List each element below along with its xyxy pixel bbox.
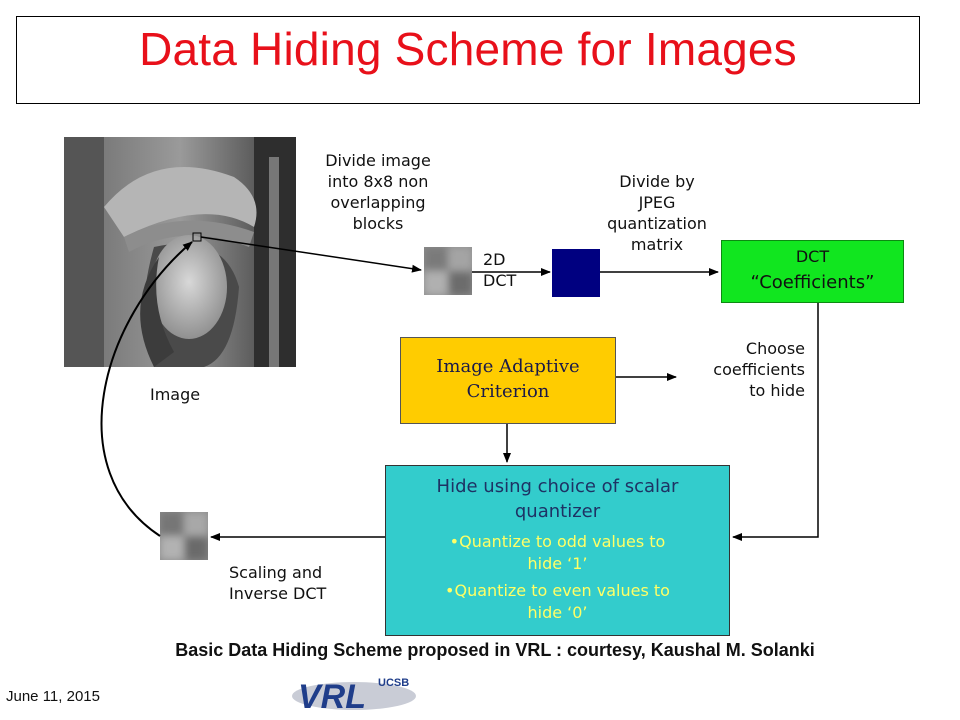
logo-text: VRL xyxy=(298,678,366,716)
arrow-to-block xyxy=(200,236,422,273)
scaling-line-2: Inverse DCT xyxy=(229,584,327,603)
title-frame xyxy=(16,16,920,104)
selected-block-marker xyxy=(192,232,202,242)
divide-blocks-line-3: overlapping xyxy=(330,193,426,212)
divide-jpeg-line-2: JPEG xyxy=(638,193,676,212)
dct-2d-label: 2D DCT xyxy=(483,249,516,291)
blurred-reconstructed-illustration xyxy=(160,512,208,560)
dct-2d-line-1: 2D xyxy=(483,250,506,269)
divide-jpeg-line-3: quantization xyxy=(607,214,707,233)
divide-blocks-line-1: Divide image xyxy=(325,151,431,170)
source-image xyxy=(64,137,296,367)
image-adaptive-criterion-box xyxy=(400,337,616,424)
dct-coefficients-line-2: “Coefficients” xyxy=(750,272,875,293)
dct-coefficients-box xyxy=(721,240,904,303)
divide-blocks-line-4: blocks xyxy=(352,214,404,233)
divide-blocks-label: Divide image into 8x8 non overlapping bl… xyxy=(290,150,466,234)
divide-blocks-line-2: into 8x8 non xyxy=(327,172,429,191)
hide-bullet-odd-line-1: •Quantize to odd values to xyxy=(449,532,666,551)
arrow-feedback-to-image xyxy=(100,241,193,537)
vrl-logo: VRL UCSB xyxy=(292,672,422,716)
figure-caption: Basic Data Hiding Scheme proposed in VRL… xyxy=(175,640,815,660)
vrl-logo-icon: VRL UCSB xyxy=(292,677,416,716)
scaling-inverse-dct-label: Scaling and Inverse DCT xyxy=(229,562,326,604)
choose-line-1: Choose xyxy=(745,339,805,358)
image-adaptive-criterion-label: Image Adaptive Criterion xyxy=(400,354,616,404)
dct-2d-line-2: DCT xyxy=(483,271,517,290)
hide-quantizer-title: Hide using choice of scalar quantizer xyxy=(385,474,730,524)
hide-bullet-even-line-1: •Quantize to even values to xyxy=(445,581,670,600)
image-block-8x8 xyxy=(424,247,472,295)
footer-date: June 11, 2015 xyxy=(6,688,100,705)
hide-title-line-2: quantizer xyxy=(514,501,601,522)
divide-jpeg-line-4: matrix xyxy=(630,235,684,254)
divide-jpeg-label: Divide by JPEG quantization matrix xyxy=(585,171,729,255)
adaptive-line-2: Criterion xyxy=(466,381,550,402)
blurred-block-illustration xyxy=(424,247,472,295)
choose-coefficients-label: Choose coefficients to hide xyxy=(660,338,805,401)
hide-title-line-1: Hide using choice of scalar xyxy=(436,476,679,497)
hide-bullet-even: •Quantize to even values to hide ‘0’ xyxy=(385,580,730,624)
choose-line-2: coefficients xyxy=(713,360,805,379)
scaling-line-1: Scaling and xyxy=(229,563,323,582)
arrow-coefficients-to-hide xyxy=(732,303,819,541)
divide-jpeg-line-1: Divide by xyxy=(619,172,695,191)
portrait-illustration xyxy=(64,137,296,367)
slide-title: Data Hiding Scheme for Images xyxy=(139,23,797,75)
hide-bullet-even-line-2: hide ‘0’ xyxy=(527,603,588,622)
choose-line-3: to hide xyxy=(749,381,805,400)
hide-bullet-odd-line-2: hide ‘1’ xyxy=(527,554,588,573)
logo-subtext: UCSB xyxy=(378,677,409,689)
image-label: Image xyxy=(150,385,201,404)
dct-coefficients-line-1: DCT xyxy=(795,247,830,266)
dct-block xyxy=(552,249,600,297)
hide-bullet-odd: •Quantize to odd values to hide ‘1’ xyxy=(385,531,730,575)
hide-quantizer-box xyxy=(385,465,730,636)
reconstructed-block xyxy=(160,512,208,560)
adaptive-line-1: Image Adaptive xyxy=(436,356,580,377)
